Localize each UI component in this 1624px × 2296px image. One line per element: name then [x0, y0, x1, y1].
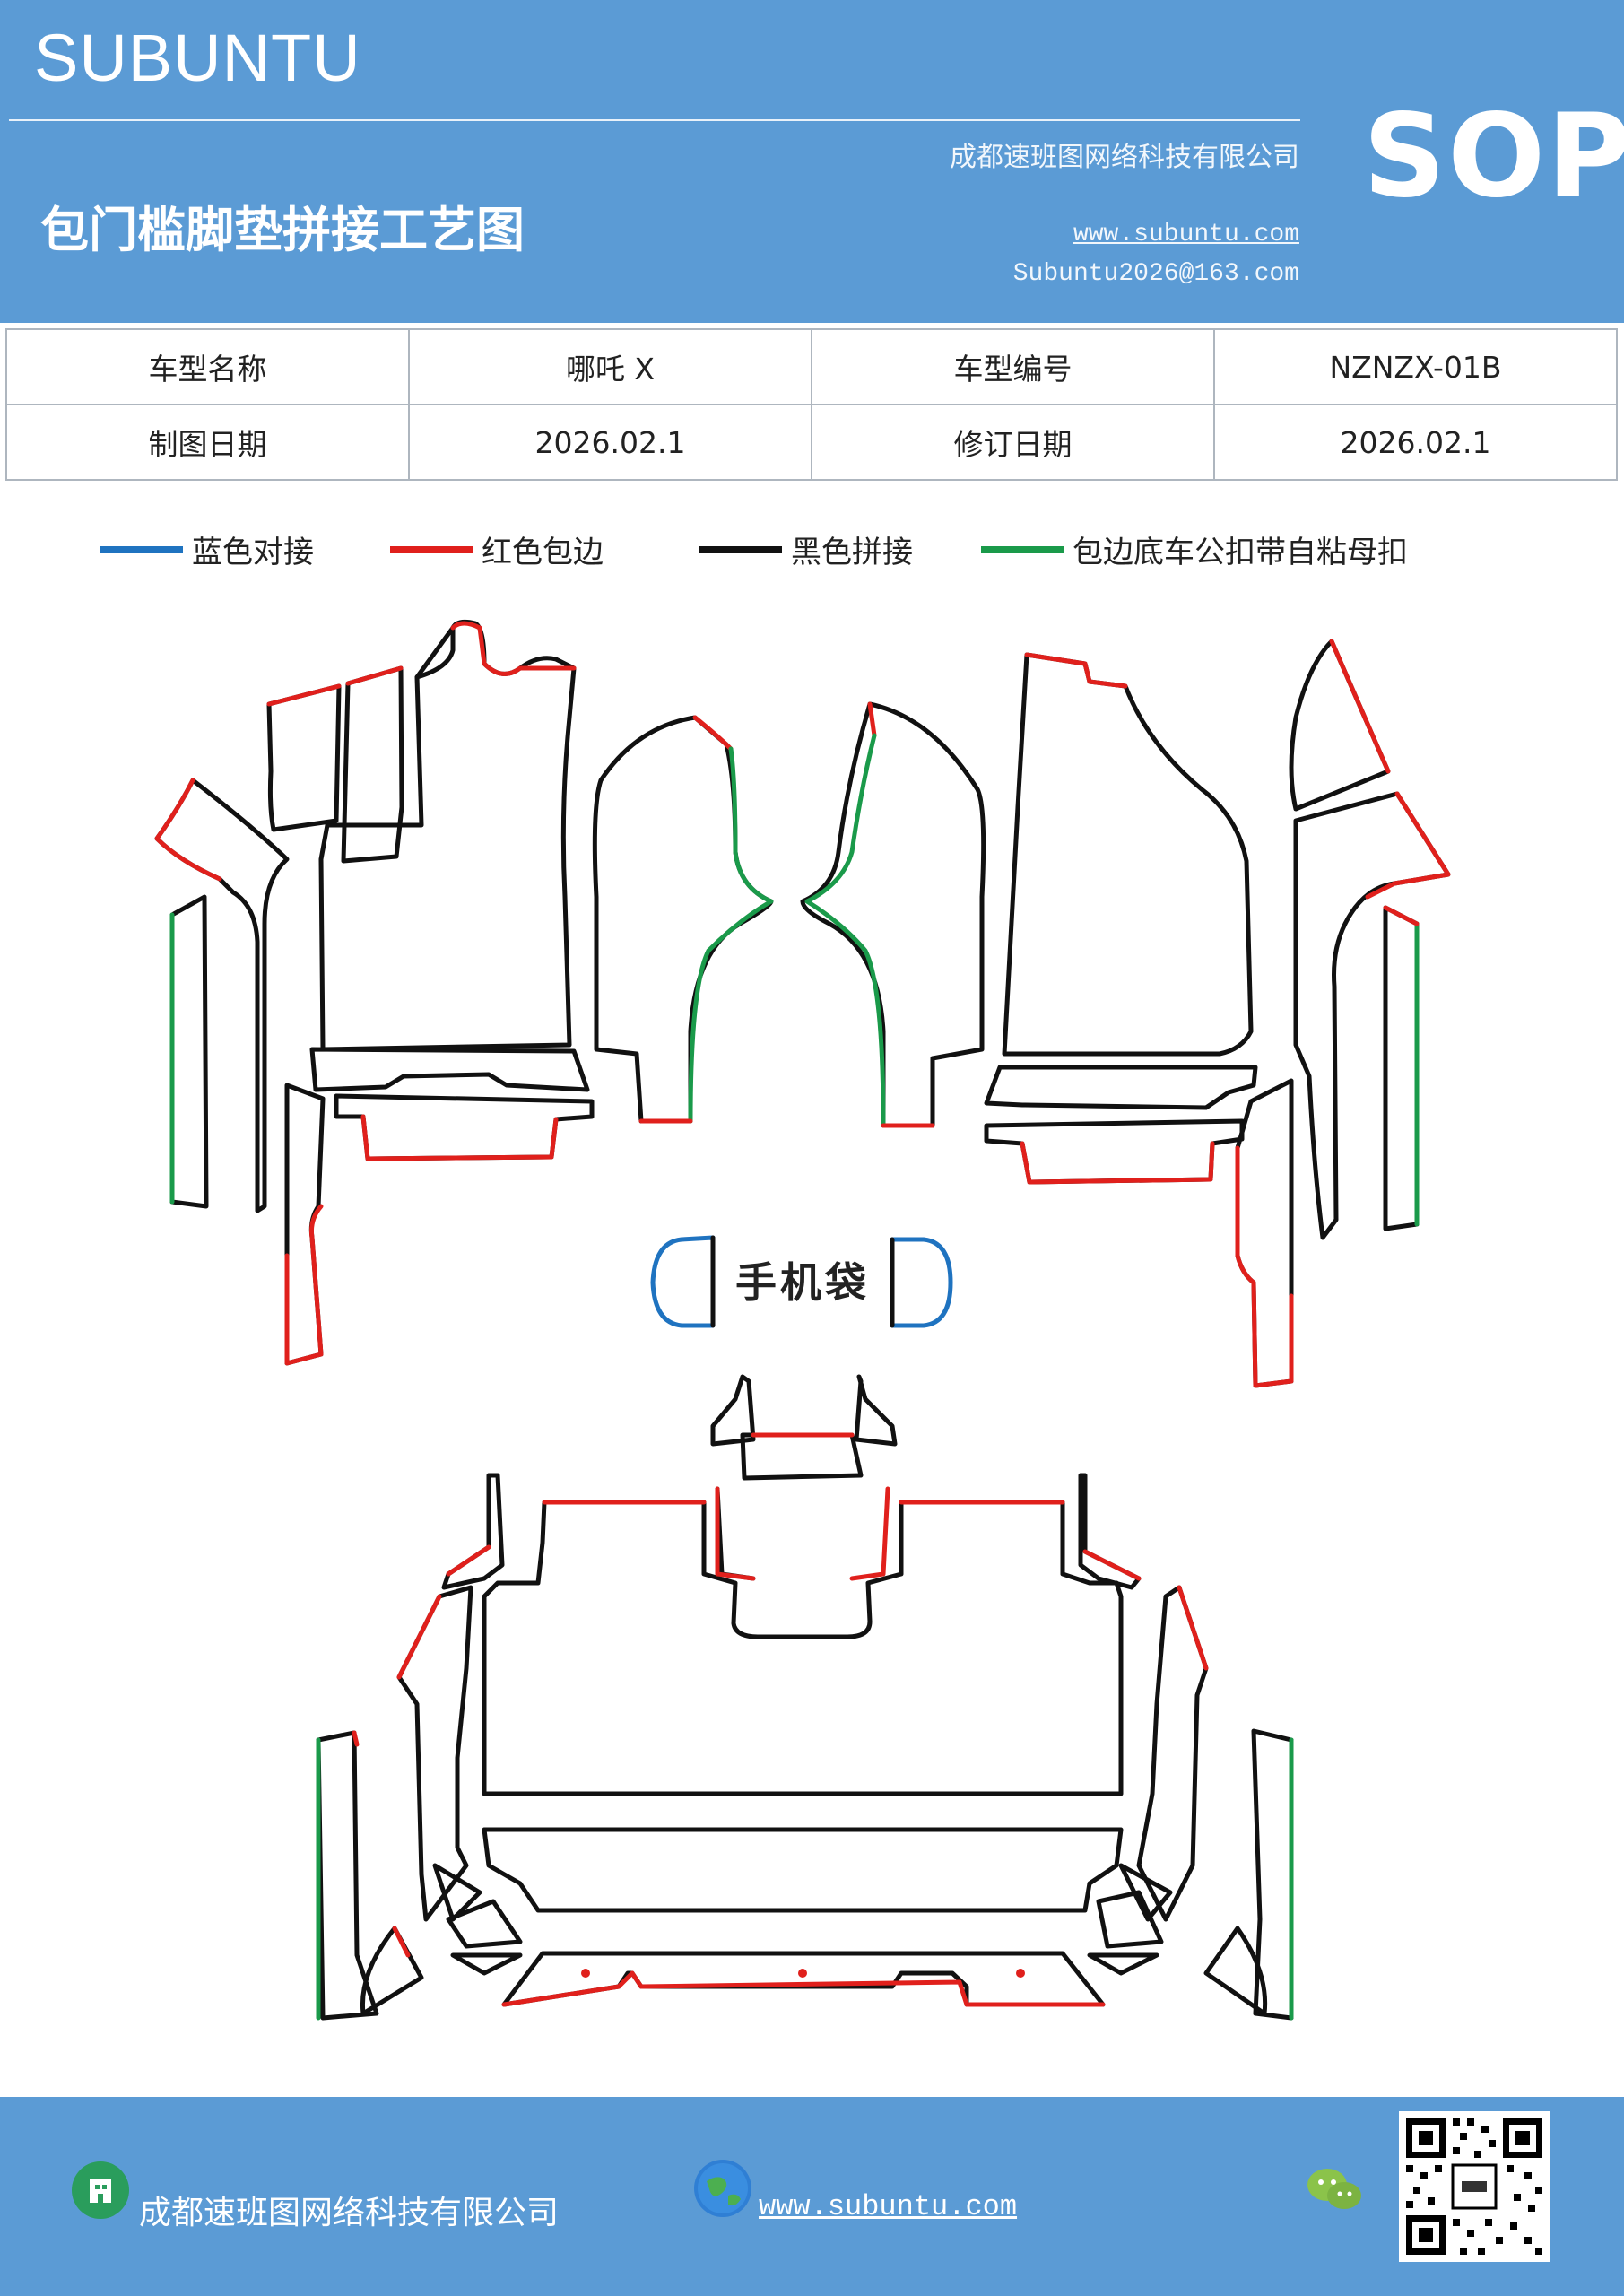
legend-swatch-black — [699, 545, 782, 553]
brand-name: SUBUNTU — [34, 21, 361, 95]
legend-swatch-red — [390, 545, 473, 553]
wechat-icon — [1305, 2165, 1364, 2215]
legend-label: 蓝色对接 — [192, 535, 314, 570]
header-banner: SUBUNTU SOP 成都速班图网络科技有限公司 包门槛脚垫拼接工艺图 www… — [0, 0, 1624, 323]
legend-item-blue: 蓝色对接 — [100, 527, 314, 571]
table-row: 车型名称 哪吒 X 车型编号 NZNZX-01B — [5, 328, 1618, 405]
front-right-door-piece — [800, 701, 986, 1128]
legend-item-red: 红色包边 — [390, 527, 604, 571]
header-divider — [9, 119, 1300, 121]
legend-swatch-blue — [100, 545, 183, 553]
document-title: 包门槛脚垫拼接工艺图 — [40, 202, 525, 258]
table-row: 制图日期 2026.02.1 修订日期 2026.02.1 — [5, 404, 1618, 481]
qr-code — [1399, 2111, 1550, 2262]
revise-date-value: 2026.02.1 — [1213, 404, 1618, 481]
model-code-label: 车型编号 — [811, 328, 1215, 405]
footer-banner: 成都速班图网络科技有限公司 www.subuntu.com — [0, 2097, 1624, 2296]
globe-icon — [694, 2160, 751, 2217]
model-name-label: 车型名称 — [5, 328, 410, 405]
sop-label: SOP — [1363, 90, 1624, 223]
building-icon — [72, 2161, 129, 2219]
phone-bag-label: 手机袋 — [735, 1258, 870, 1307]
website-link[interactable]: www.subuntu.com — [1073, 221, 1299, 248]
model-name-value: 哪吒 X — [408, 328, 812, 405]
legend-label: 包边底车公扣带自粘母扣 — [1073, 535, 1408, 570]
legend-label: 红色包边 — [482, 535, 604, 570]
phone-bag: 手机袋 — [650, 1235, 953, 1328]
legend-swatch-green — [981, 545, 1064, 553]
legend-label: 黑色拼接 — [791, 535, 913, 570]
front-left-mats — [154, 619, 595, 1366]
legend: 蓝色对接 红色包边 黑色拼接 包边底车公扣带自粘母扣 — [0, 527, 1624, 572]
footer-company: 成都速班图网络科技有限公司 — [139, 2195, 560, 2231]
footer-website-link[interactable]: www.subuntu.com — [759, 2190, 1018, 2223]
revise-date-label: 修订日期 — [811, 404, 1215, 481]
front-left-door-piece — [592, 715, 774, 1124]
rear-mats — [316, 1374, 1294, 2021]
email-address: Subuntu2026@163.com — [1012, 260, 1299, 288]
draw-date-label: 制图日期 — [5, 404, 410, 481]
legend-item-green: 包边底车公扣带自粘母扣 — [981, 527, 1408, 571]
company-name: 成都速班图网络科技有限公司 — [950, 142, 1299, 173]
model-code-value: NZNZX-01B — [1213, 328, 1618, 405]
front-right-mats — [984, 639, 1451, 1388]
draw-date-value: 2026.02.1 — [408, 404, 812, 481]
legend-item-black: 黑色拼接 — [699, 527, 913, 571]
mat-splice-diagram: 手机袋 — [154, 619, 1451, 2021]
info-table: 车型名称 哪吒 X 车型编号 NZNZX-01B 制图日期 2026.02.1 … — [5, 328, 1618, 481]
